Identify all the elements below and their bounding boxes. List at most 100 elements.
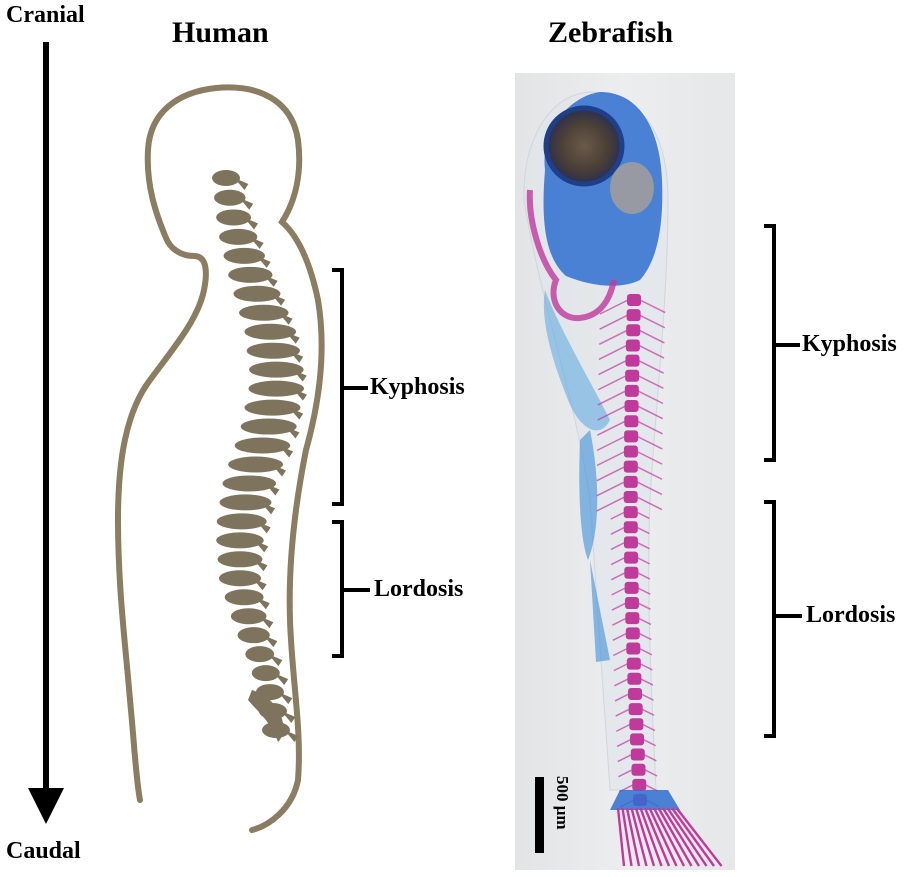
- human-spinous-process: [263, 635, 278, 648]
- fish-fin-ray: [666, 807, 708, 867]
- fish-rib: [597, 390, 664, 406]
- fish-rib: [610, 572, 651, 581]
- fish-vertebra: [626, 309, 641, 322]
- fish-vertebra: [625, 369, 640, 382]
- fish-vertebra: [628, 703, 643, 716]
- human-vertebra: [216, 209, 252, 226]
- human-spinous-process: [285, 331, 300, 344]
- human-spinous-process: [265, 483, 280, 496]
- human-silhouette: [114, 84, 325, 833]
- human-vertebra: [216, 513, 267, 530]
- human-spinous-process: [284, 730, 299, 742]
- human-vertebra: [223, 247, 265, 264]
- human-spinous-process: [244, 217, 259, 230]
- fish-rib: [616, 723, 656, 732]
- fish-rib: [596, 481, 663, 497]
- fish-rib: [614, 678, 654, 687]
- fish-rib: [610, 556, 651, 566]
- human-lordosis-label: Lordosis: [374, 576, 464, 602]
- human-lordosis-bracket: [332, 520, 370, 658]
- human-kyphosis-bracket: [332, 268, 368, 506]
- fish-rib: [613, 662, 653, 672]
- fish-vertebra: [624, 430, 639, 443]
- human-vertebra: [216, 532, 264, 549]
- fish-vertebra: [630, 748, 645, 761]
- fish-rib: [598, 359, 665, 376]
- fish-vertebral-column: [596, 294, 666, 808]
- fish-vertebra: [631, 763, 646, 776]
- fish-vertebra: [627, 672, 642, 685]
- human-spinous-process: [279, 445, 294, 458]
- human-title: Human: [172, 16, 269, 49]
- fish-vertebra: [623, 521, 638, 534]
- human-kyphosis-label: Kyphosis: [370, 374, 465, 400]
- fish-vertebra: [623, 490, 638, 503]
- human-spinous-process: [285, 426, 300, 439]
- human-vertebra: [246, 342, 300, 359]
- fish-rib: [618, 769, 658, 778]
- human-vertebra: [217, 551, 263, 568]
- human-spinous-process: [256, 255, 271, 268]
- fish-fin-ray: [630, 807, 648, 867]
- human-sacrum: [248, 690, 284, 742]
- fish-rib: [598, 344, 665, 361]
- zebrafish-title: Zebrafish: [548, 16, 674, 49]
- fish-vertebra: [624, 597, 639, 610]
- fish-rib: [596, 420, 663, 436]
- human-vertebra: [224, 589, 264, 606]
- human-vertebra: [239, 304, 289, 321]
- human-vertebra: [251, 665, 280, 682]
- fish-vertebra: [623, 506, 638, 519]
- fish-rib: [616, 738, 656, 748]
- fish-fin-ray: [661, 807, 701, 867]
- fish-rib: [599, 299, 666, 315]
- zebrafish-kyphosis-bracket: [764, 224, 800, 462]
- fish-vertebra: [625, 354, 640, 367]
- cranial-label: Cranial: [6, 2, 85, 28]
- fish-fin-ray: [616, 807, 626, 867]
- human-spinous-process: [281, 711, 296, 724]
- zebrafish-photo: [515, 73, 735, 870]
- fish-rib: [597, 375, 664, 391]
- human-vertebra: [214, 189, 246, 206]
- human-vertebra: [222, 475, 277, 492]
- fish-vertebra: [632, 778, 647, 791]
- fish-vertebra: [623, 536, 638, 549]
- fish-fin-ray: [675, 807, 723, 867]
- human-vertebra: [228, 266, 273, 283]
- human-vertebra: [244, 399, 301, 416]
- human-spinous-process: [234, 178, 249, 190]
- fish-vertebra: [624, 384, 639, 397]
- fish-vertebra: [624, 551, 639, 564]
- fish-rib: [612, 632, 652, 642]
- fish-rib: [612, 617, 652, 626]
- fish-otic-region: [610, 162, 654, 214]
- human-spinous-process: [292, 388, 307, 401]
- fish-vertebra: [625, 339, 640, 352]
- human-vertebra: [234, 437, 291, 454]
- arrow-head: [28, 788, 64, 824]
- zebrafish-kyphosis-label: Kyphosis: [802, 331, 897, 357]
- human-spinous-process: [255, 597, 270, 610]
- fish-vertebra: [626, 642, 641, 655]
- fish-fin-ray: [634, 807, 656, 867]
- fish-rib: [610, 526, 650, 535]
- fish-rib: [611, 602, 651, 611]
- fish-fin-ray: [621, 807, 633, 867]
- fish-rib: [612, 647, 653, 657]
- human-vertebra: [228, 456, 283, 473]
- human-vertebra: [218, 570, 262, 587]
- fish-rib: [611, 587, 651, 596]
- human-vertebra: [244, 323, 297, 340]
- human-vertebra: [233, 285, 281, 302]
- human-vertebra: [249, 361, 304, 378]
- fish-vertebra: [623, 475, 638, 488]
- human-spinous-process: [278, 312, 293, 325]
- fish-fin-ray: [657, 807, 693, 867]
- scale-bar-label: 500 μm: [553, 776, 572, 830]
- fish-vertebra: [627, 294, 641, 306]
- human-vertebra: [219, 494, 272, 511]
- human-spinous-process: [239, 197, 254, 210]
- human-spinous-process: [253, 559, 268, 572]
- human-vertebra: [230, 608, 267, 625]
